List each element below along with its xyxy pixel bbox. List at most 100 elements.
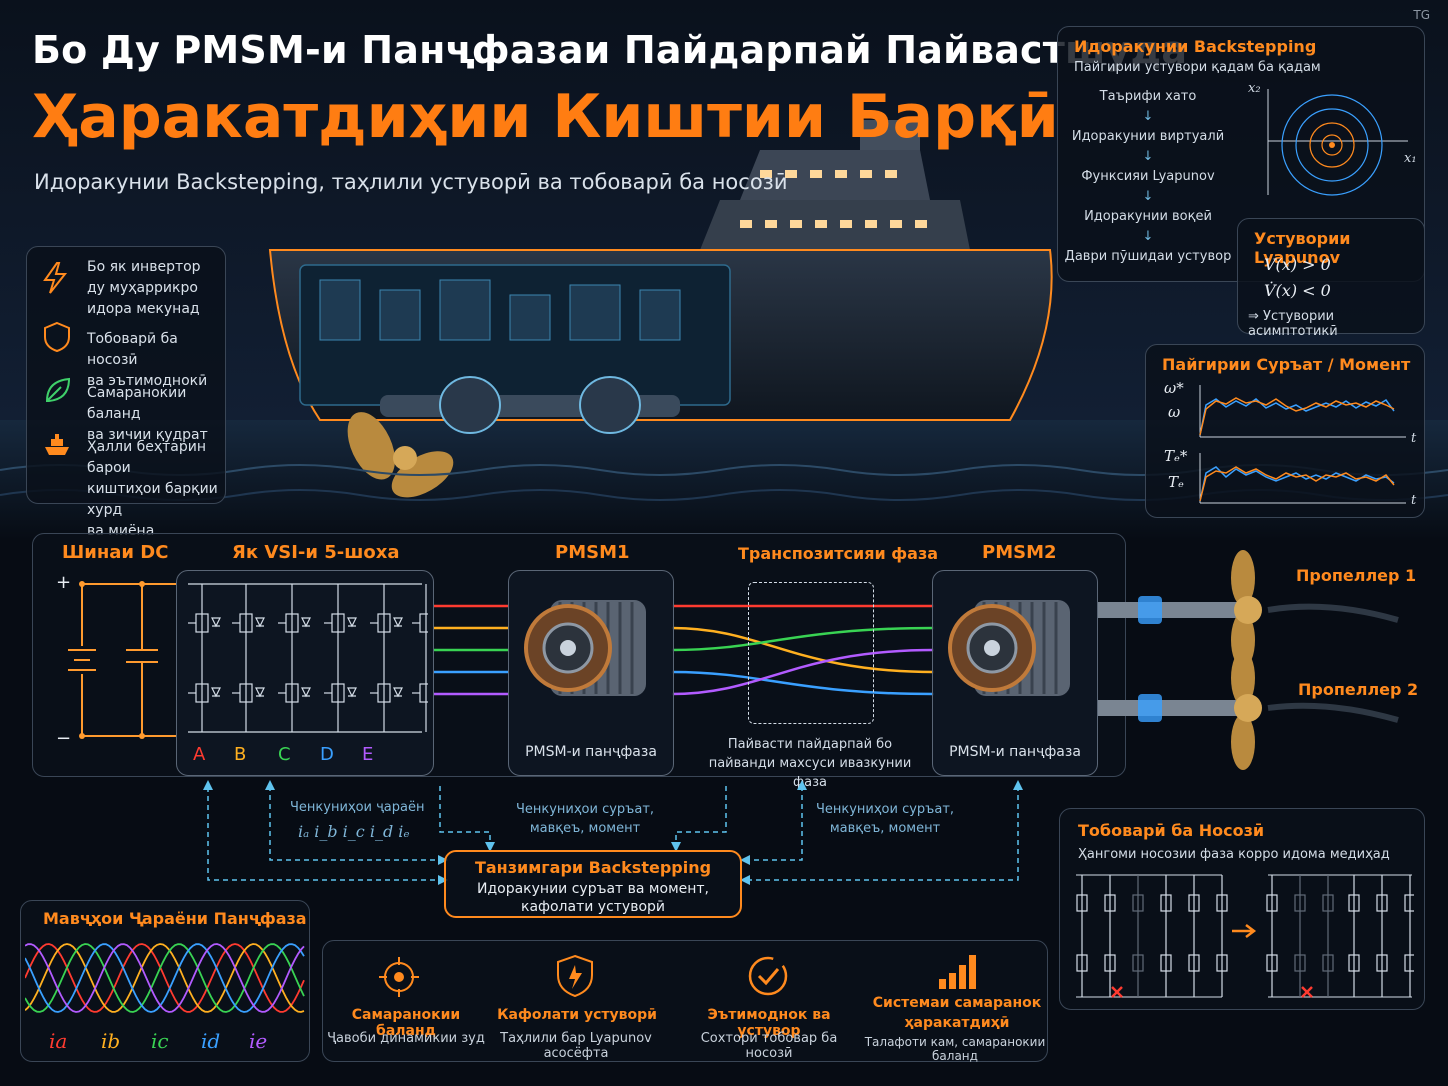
page-title: Бо Ду PMSM-и Панҷфазаи Пайдарпай Пайваст… xyxy=(32,28,1188,72)
pmsm2-motor-icon xyxy=(948,600,1070,696)
pmsm2-title: PMSM2 xyxy=(982,542,1057,563)
torque-label: Tₑ xyxy=(1168,473,1184,491)
fault-title: Тобоварӣ ба Носозӣ xyxy=(1078,821,1265,840)
feedback-arrows xyxy=(203,780,1023,885)
dc-bus-title: Шинаи DC xyxy=(62,542,169,563)
benefit-subtitle: Таҳлили бар Lyapunov асосёфта xyxy=(500,1031,652,1061)
step-item: Таърифи хато xyxy=(1099,89,1197,104)
current-ib-label: ib xyxy=(101,1029,121,1053)
bar-chart-icon xyxy=(939,955,976,989)
fault-subtitle: Ҳангоми носозии фаза корро идома медиҳад xyxy=(1078,847,1390,862)
benefits-panel: Самаранокии баланд Ҷавоби динамикии зуд … xyxy=(322,940,1048,1063)
arrow-down-icon: ↓ xyxy=(1142,109,1154,124)
transposition-title: Транспозитсияи фаза xyxy=(738,544,939,563)
current-wave-ib xyxy=(25,943,305,1013)
phase-b-label: B xyxy=(234,744,247,765)
propeller2-label: Пропеллер 2 xyxy=(1298,680,1419,699)
step-item: Идоракунии виртуалӣ xyxy=(1071,129,1225,144)
current-ie-label: ie xyxy=(249,1029,268,1053)
benefit-title: Кафолати устуворӣ xyxy=(497,1007,657,1023)
vsi-box xyxy=(176,570,434,776)
lyapunov-eq1: V(x) > 0 xyxy=(1264,255,1331,274)
vsi-switches xyxy=(188,583,428,733)
lyapunov-panel: Устувории Lyapunov V(x) > 0 V̇(x) < 0 ⇒ … xyxy=(1237,218,1425,339)
pmsm2-caption: PMSM-и панҷфаза xyxy=(949,744,1081,760)
phase-axis-y: x₂ xyxy=(1248,81,1261,96)
pmsm1-title: PMSM1 xyxy=(555,542,630,563)
currents-panel: Мавҷҳои Ҷараёни Панҷфаза ia ib ic id ie xyxy=(20,900,310,1062)
vsi-title: Як VSI-и 5-шоха xyxy=(232,542,400,563)
currents-symbols: iₐ i_b i_c i_d iₑ xyxy=(298,822,410,841)
time-label: t xyxy=(1411,493,1417,508)
shield-icon xyxy=(44,321,70,353)
step-item: Идоракунии воқеӣ xyxy=(1084,209,1212,224)
ship-icon xyxy=(45,434,69,455)
fault-diagram xyxy=(1076,874,1414,998)
speed-ref-label: ω* xyxy=(1164,379,1184,397)
backstepping-steps: Таърифи хато ↓ Идоракунии виртуалӣ ↓ Фун… xyxy=(1058,89,1238,269)
propeller1-label: Пропеллер 1 xyxy=(1296,566,1417,585)
arrow-down-icon: ↓ xyxy=(1142,149,1154,164)
current-id-label: id xyxy=(201,1029,221,1053)
propeller1-icon xyxy=(1231,550,1262,668)
torque-ref-label: Tₑ* xyxy=(1164,447,1188,465)
current-wave-ia xyxy=(25,943,305,1013)
currents-waveforms xyxy=(25,943,305,1013)
propeller2-icon xyxy=(1231,650,1262,770)
tracking-plots xyxy=(1199,385,1406,504)
page-subtitle: Идоракунии Backstepping, таҳлили устувор… xyxy=(34,170,788,194)
currents-title: Мавҷҳои Ҷараёни Панҷфаза xyxy=(43,909,307,928)
pmsm1-caption: PMSM-и панҷфаза xyxy=(525,744,657,760)
current-ic-label: ic xyxy=(151,1029,169,1053)
currents-measure-label: Ченкуниҳои ҷараён xyxy=(290,800,425,815)
lyapunov-title: Устувории Lyapunov xyxy=(1254,229,1351,267)
time-label: t xyxy=(1411,431,1417,446)
dc-minus: − xyxy=(56,728,72,749)
benefit-title: Самаранокии баланд xyxy=(351,1007,461,1039)
backstepping-subtitle: Пайгирии устувори қадам ба қадам xyxy=(1074,60,1321,75)
phase-axis-x: x₁ xyxy=(1404,151,1417,166)
fault-tolerance-panel: Тобоварӣ ба Носозӣ Ҳангоми носозии фаза … xyxy=(1059,808,1425,1010)
current-ia-label: ia xyxy=(49,1029,68,1053)
target-icon xyxy=(379,957,419,997)
transposition-box xyxy=(748,582,874,724)
phase-connections xyxy=(434,604,934,696)
speed-label: ω xyxy=(1168,403,1181,421)
benefit-subtitle: Сохтори тобовар ба носозӣ xyxy=(700,1031,838,1061)
arrow-down-icon: ↓ xyxy=(1142,189,1154,204)
page-title-highlight: Ҳаракатдиҳии Киштии Барқӣ xyxy=(32,82,1059,152)
dc-bus-diagram xyxy=(68,581,176,739)
phase-d-label: D xyxy=(320,744,334,765)
leaf-icon xyxy=(45,377,71,402)
pmsm1-motor-icon xyxy=(524,600,646,696)
phase-portrait xyxy=(1267,89,1408,196)
arrow-down-icon: ↓ xyxy=(1142,229,1154,244)
step-item: Даври пӯшидаи устувор xyxy=(1064,249,1232,264)
current-wave-ic xyxy=(25,943,305,1013)
phase-e-label: E xyxy=(362,744,374,765)
step-item: Функсияи Lyapunov xyxy=(1081,169,1215,184)
corner-tag: TG xyxy=(1413,8,1430,22)
tracking-title: Пайгирии Суръат / Момент xyxy=(1162,355,1411,374)
speed-measure-label-1: Ченкуниҳои суръат,мавқеъ, момент xyxy=(515,802,655,836)
check-circle-icon xyxy=(748,956,788,996)
lyapunov-result: ⇒ Устувории асимптотикӣ xyxy=(1248,309,1338,339)
backstepping-title: Идоракунии Backstepping xyxy=(1074,37,1317,56)
lyapunov-eq2: V̇(x) < 0 xyxy=(1264,281,1331,300)
benefit-title: Эътимоднок ва устувор xyxy=(707,1007,831,1039)
current-wave-ie xyxy=(25,943,305,1013)
phase-a-label: A xyxy=(193,744,206,765)
phase-c-label: C xyxy=(278,744,291,765)
speed-measure-label-2: Ченкуниҳои суръат,мавқеъ, момент xyxy=(815,802,955,836)
current-wave-id xyxy=(25,943,305,1013)
controller-title: Танзимгари Backstepping xyxy=(474,858,712,877)
controller-text: Идоракунии суръат ва момент,кафолати уст… xyxy=(476,881,709,915)
lightning-icon xyxy=(43,262,68,294)
